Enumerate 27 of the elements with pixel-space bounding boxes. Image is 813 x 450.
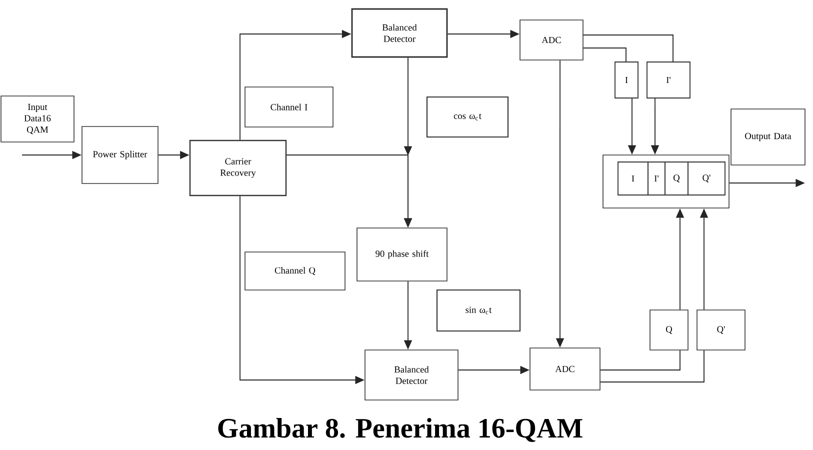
process-box: 90 phase shift — [356, 228, 448, 282]
connector-line — [582, 48, 626, 62]
process-box: Balanced Detector — [351, 8, 448, 58]
register-cell: I' — [648, 162, 666, 196]
register-cell: I — [618, 162, 648, 196]
process-box: ADC — [530, 348, 600, 390]
caption: Gambar 8. Penerima 16-QAM — [218, 418, 582, 442]
signal-box: I' — [646, 62, 690, 98]
connector-line — [582, 34, 674, 62]
text-box: sin ω$_{c}$t — [436, 289, 521, 332]
process-box: Carrier Recovery — [189, 140, 287, 196]
text-box: Channel I — [244, 86, 334, 128]
register-cell: Q — [664, 162, 688, 196]
connector-line — [600, 350, 704, 382]
signal-box: I — [614, 62, 638, 98]
signal-box: Q — [650, 310, 688, 350]
output-box: Output Data — [730, 108, 806, 166]
register-cell: Q' — [688, 162, 726, 196]
signal-box: Q' — [696, 310, 746, 350]
text-box: cos ω$_{c}$t — [426, 96, 509, 138]
process-box: ADC — [520, 20, 584, 60]
process-box: Power Splitter — [82, 126, 158, 184]
register-box — [602, 154, 730, 208]
process-box: Balanced Detector — [364, 350, 458, 400]
input-box: Input Data16 QAM — [0, 96, 74, 142]
connector-line — [600, 350, 680, 370]
text-box: Channel Q — [244, 252, 346, 290]
